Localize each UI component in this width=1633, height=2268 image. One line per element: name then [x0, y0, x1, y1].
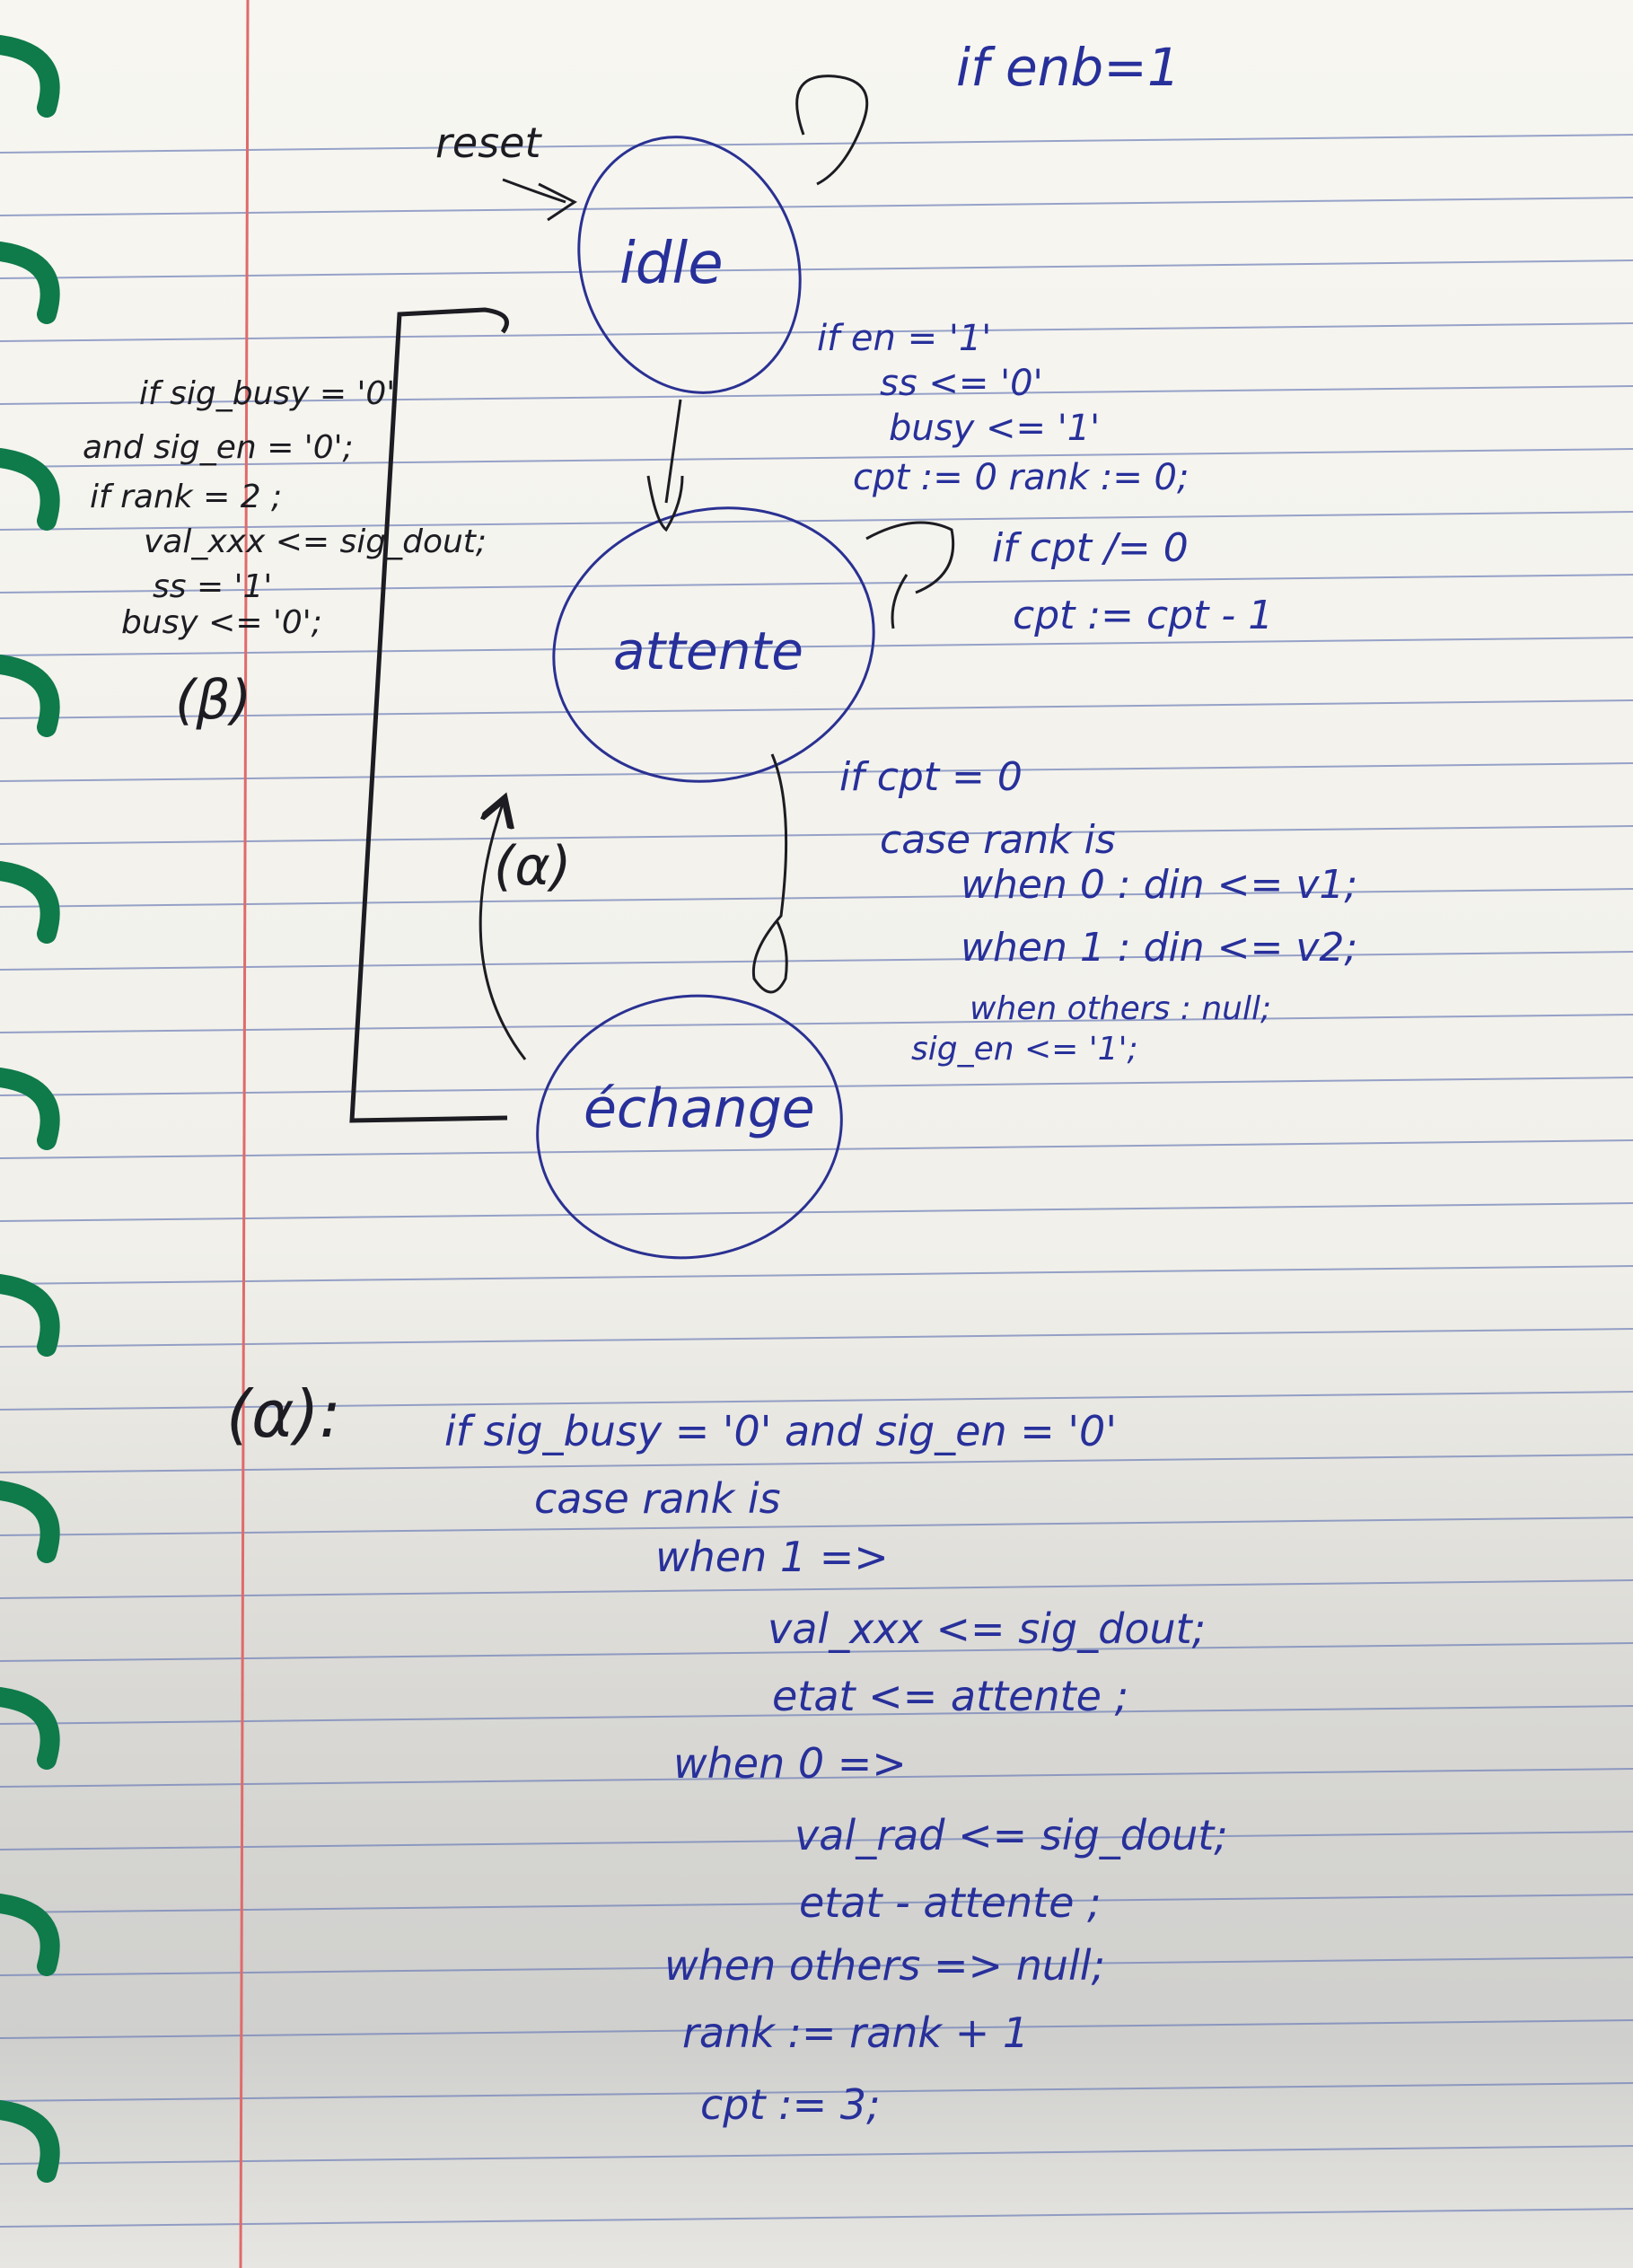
arrow-echange-to-attente: [478, 804, 527, 1060]
ruled-line: [0, 1956, 1633, 1976]
ruled-line: [0, 2208, 1633, 2228]
alpha-line: if sig_busy = '0' and sig_en = '0': [444, 1407, 1117, 1455]
reset-label: reset: [435, 119, 542, 167]
alpha-line: val_rad <= sig_dout;: [795, 1811, 1228, 1859]
ruled-line: [0, 1705, 1633, 1725]
ruled-line: [0, 1894, 1633, 1913]
cond-line: busy <= '1': [889, 408, 1100, 449]
cond-line: if cpt = 0: [839, 754, 1023, 800]
ruled-line: [0, 1077, 1633, 1096]
ruled-line: [0, 1265, 1633, 1285]
cond-line: when 1 : din <= v2;: [961, 925, 1357, 971]
ruled-line: [0, 1768, 1633, 1788]
state-idle: idle: [577, 136, 802, 394]
cond-line: when others : null;: [970, 990, 1271, 1027]
cond-line: ss = '1': [153, 568, 272, 605]
alpha-transition-label: (α): [494, 835, 571, 898]
ruled-line: [0, 1454, 1633, 1473]
ruled-line: [0, 2082, 1633, 2102]
ruled-line: [0, 322, 1633, 342]
ruled-line: [0, 637, 1633, 656]
margin-line: [239, 0, 250, 2268]
alpha-line: when others => null;: [664, 1941, 1105, 1990]
arrow-attente-to-echange: [751, 753, 788, 994]
cond-line: busy <= '0';: [121, 604, 322, 641]
cond-line: val_xxx <= sig_dout;: [144, 523, 487, 560]
ruled-line: [0, 1391, 1633, 1411]
transition-attente-to-echange: if cpt = 0 case rank is when 0 : din <= …: [839, 754, 1357, 1068]
ruled-line: [0, 1014, 1633, 1033]
ruled-line: [0, 1139, 1633, 1159]
header-note: if enb=1: [956, 37, 1181, 98]
ruled-line: [0, 951, 1633, 971]
ruled-line: [0, 197, 1633, 216]
ruled-line: [0, 699, 1633, 719]
alpha-line: case rank is: [534, 1474, 781, 1523]
alpha-line: when 1 =>: [655, 1533, 889, 1581]
alpha-line: val_xxx <= sig_dout;: [768, 1604, 1206, 1653]
state-idle-label: idle: [619, 231, 724, 297]
ruled-line: [0, 2019, 1633, 2039]
alpha-line: cpt := 3;: [700, 2080, 881, 2129]
spiral-binding: [0, 35, 60, 2183]
state-attente-label: attente: [613, 620, 803, 681]
cond-line: ss <= '0': [880, 363, 1043, 404]
transition-idle-to-attente: if en = '1' ss <= '0' busy <= '1' cpt :=…: [817, 318, 1189, 498]
ruled-lines: [0, 134, 1633, 2228]
ruled-line: [0, 1516, 1633, 1536]
ruled-line: [0, 2145, 1633, 2165]
ruled-line: [0, 385, 1633, 405]
cond-line: case rank is: [880, 817, 1116, 863]
ruled-line: [0, 259, 1633, 279]
arrow-attente-self-loop: [865, 521, 955, 629]
ruled-line: [0, 1579, 1633, 1599]
state-echange-label: échange: [584, 1077, 815, 1140]
ruled-line: [0, 762, 1633, 782]
ruled-line: [0, 825, 1633, 845]
cond-line: cpt := cpt - 1: [1013, 593, 1273, 638]
alpha-line: when 0 =>: [673, 1739, 907, 1788]
ruled-line: [0, 1202, 1633, 1222]
alpha-line: etat - attente ;: [799, 1878, 1102, 1927]
alpha-section-label: (α):: [226, 1376, 341, 1452]
cond-line: if cpt /= 0: [992, 525, 1189, 571]
transition-attente-self: if cpt /= 0 cpt := cpt - 1: [992, 525, 1273, 638]
state-echange: échange: [536, 994, 843, 1260]
alpha-line: etat <= attente ;: [772, 1672, 1128, 1720]
alpha-section: (α): if sig_busy = '0' and sig_en = '0' …: [226, 1376, 1228, 2129]
cond-line: if sig_busy = '0': [139, 375, 395, 412]
alpha-line: rank := rank + 1: [682, 2009, 1029, 2057]
cond-line: if rank = 2 ;: [90, 479, 282, 515]
cond-line: and sig_en = '0';: [83, 429, 354, 466]
beta-label: (β): [175, 669, 251, 732]
ruled-line: [0, 888, 1633, 908]
cond-line: when 0 : din <= v1;: [961, 862, 1357, 908]
state-attente: attente: [552, 506, 875, 783]
ruled-line: [0, 1642, 1633, 1662]
reset-arrow: [502, 178, 577, 222]
cond-line: cpt := 0 rank := 0;: [853, 457, 1189, 498]
arrow-idle-to-attente: [646, 399, 684, 532]
ruled-line: [0, 1831, 1633, 1850]
ruled-line: [0, 448, 1633, 468]
idle-self-loop: [795, 75, 869, 186]
ruled-line: [0, 511, 1633, 531]
arrow-echange-to-idle: [349, 307, 509, 1123]
cond-line: if en = '1': [817, 318, 991, 359]
ruled-line: [0, 134, 1633, 154]
cond-line: sig_en <= '1';: [911, 1031, 1138, 1068]
transition-echange-to-idle: if sig_busy = '0' and sig_en = '0'; if r…: [83, 375, 487, 732]
ruled-line: [0, 1328, 1633, 1348]
ruled-line: [0, 574, 1633, 593]
